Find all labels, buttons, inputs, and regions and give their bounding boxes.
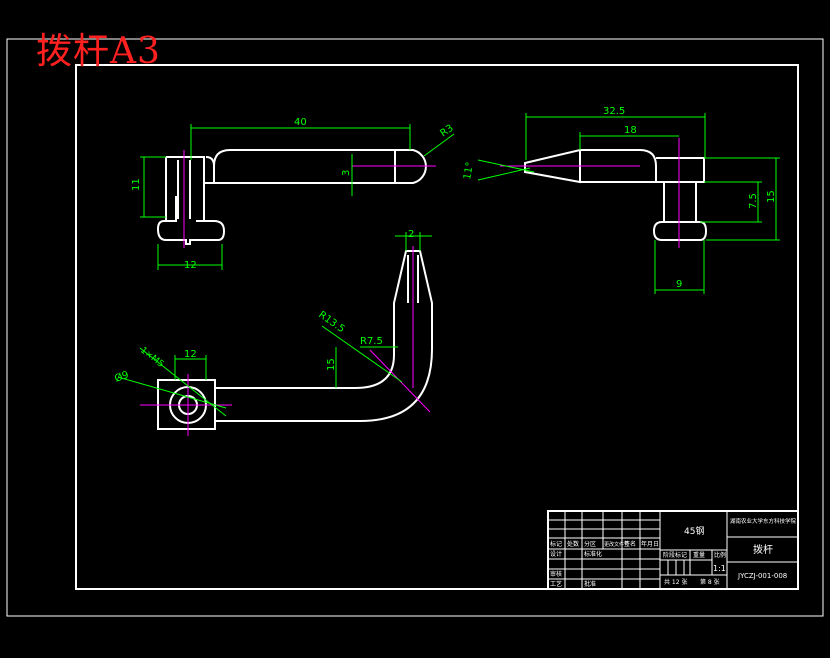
tb-label-check: 审核 (550, 570, 562, 578)
tb-part-name: 拨杆 (753, 543, 773, 556)
tb-label-ratio: 比例 (714, 551, 726, 559)
title-block (547, 510, 799, 590)
dim-bv-tip: 2 (408, 229, 414, 240)
top-right-view (524, 148, 708, 241)
dim-bv-outer-radius: R13.5 (316, 309, 346, 335)
tb-label-change: 更改文件号 (604, 541, 629, 548)
dim-tr-angle: 11° (462, 161, 476, 180)
tl-foot (156, 220, 226, 245)
tl-shaft (213, 149, 427, 184)
tb-label-design: 设计 (550, 550, 562, 558)
tb-label-weight: 重量 (693, 551, 705, 559)
tb-sheet-index: 第 8 张 (700, 578, 720, 586)
tb-label-sign: 签名 (624, 540, 636, 548)
tb-organization: 湖南农业大学东方科技学院 (730, 517, 797, 525)
tb-label-date: 年月日 (641, 540, 659, 548)
tr-shaft (580, 149, 657, 183)
title-block-text: 标记 处数 分区 更改文件号 签名 年月日 设计 标准化 审核 工艺 批准 阶段… (550, 517, 797, 588)
inner-frame (75, 64, 799, 590)
tb-label-mark: 标记 (550, 540, 562, 548)
top-left-view (156, 149, 427, 245)
tl-centerlines (183, 150, 436, 248)
tb-label-stage: 阶段标记 (663, 551, 687, 559)
dim-tr-height: 15 (766, 190, 777, 203)
dim-tr-inner-height: 7.5 (748, 193, 759, 209)
tb-label-process: 工艺 (550, 580, 562, 588)
tb-sheet-total: 共 12 张 (664, 578, 687, 586)
bottom-view (157, 250, 433, 430)
tb-drawing-number: JYCZJ-001-008 (737, 572, 787, 580)
stamp-title: 拨杆A3 (36, 31, 161, 72)
tb-label-standard: 标准化 (584, 550, 602, 558)
tb-label-approve: 批准 (584, 580, 596, 588)
tr-dimensions (477, 113, 780, 294)
tb-material: 45钢 (684, 525, 704, 537)
dim-tr-length: 32.5 (603, 106, 625, 117)
dim-bv-hole: Ø9 (113, 369, 130, 385)
dim-bv-inner-radius: R7.5 (360, 336, 383, 347)
dim-tl-thickness: 3 (341, 170, 352, 176)
outer-frame (6, 38, 824, 617)
dim-tr-inner: 18 (624, 125, 637, 136)
bv-dimensions (117, 232, 432, 417)
bv-centerlines (140, 246, 431, 436)
tb-scale: 1:1 (713, 564, 726, 573)
tb-label-qty: 处数 (567, 540, 579, 548)
tl-dimensions (140, 124, 455, 270)
dim-tr-base: 9 (676, 279, 682, 290)
tr-foot (652, 221, 708, 241)
dim-bv-square: 12 (184, 349, 197, 360)
dim-bv-vertical: 15 (326, 358, 337, 371)
dim-tl-radius: R3 (438, 123, 455, 140)
tr-centerlines (500, 138, 680, 248)
bv-arm-outer (216, 250, 433, 422)
dim-tl-length: 40 (294, 117, 307, 128)
tb-label-zone: 分区 (584, 540, 596, 548)
dim-bv-thread: 1×M5 (138, 345, 165, 369)
dim-tl-height: 11 (131, 178, 142, 191)
dim-tl-base: 12 (184, 260, 197, 271)
tr-head (656, 157, 705, 222)
